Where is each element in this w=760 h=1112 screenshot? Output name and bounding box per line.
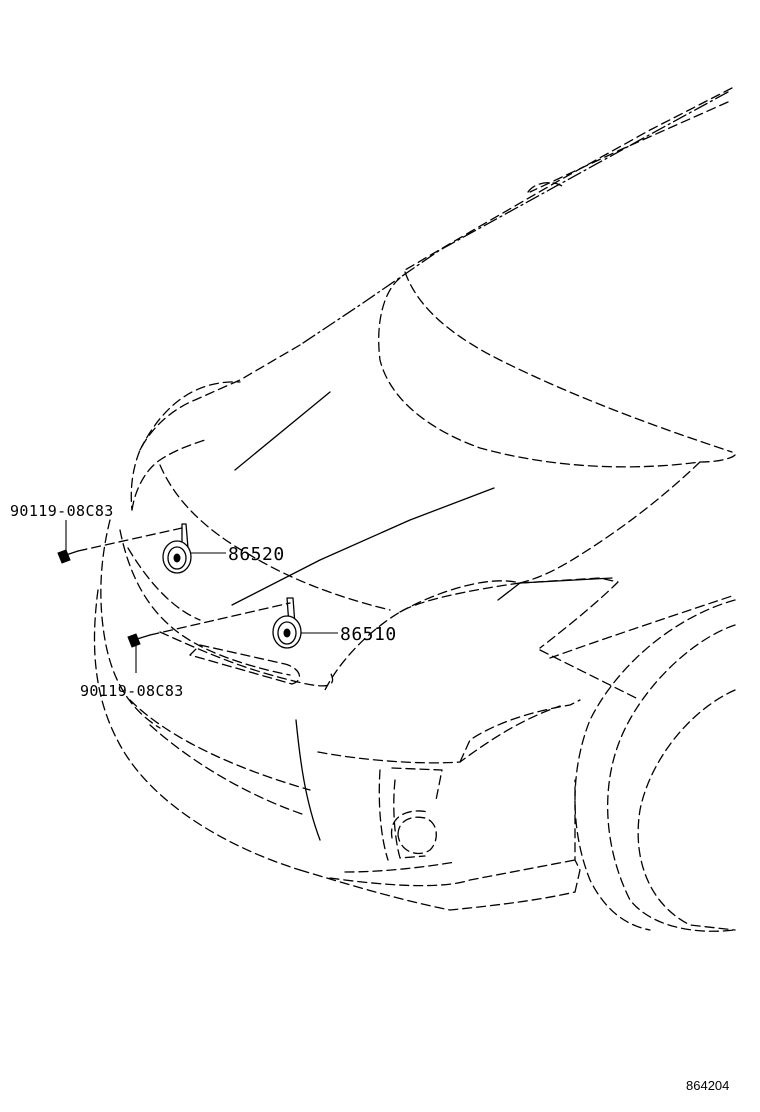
hood-line-2 [231,487,495,606]
hood-front-lower [324,582,521,691]
tire-outline [637,689,736,931]
bumper-bottom-lip [329,859,576,887]
assembly-line-lower [149,602,291,636]
bolt-lower-head [127,633,141,648]
horn-lower-center [283,628,291,638]
callout-86520: 86520 [228,544,285,565]
fog-bezel-inner [393,779,426,859]
callout-bolt-lower: 90119-08C83 [80,682,184,700]
bolt-lower[interactable] [127,633,151,648]
bumper-side [574,779,581,893]
fender-arch-line [539,649,641,701]
bumper-lower-front [299,869,576,911]
hood-bulge-left [378,277,701,468]
fog-surround-lower [344,861,456,873]
callout-bolt-upper: 90119-08C83 [10,502,114,520]
hood-line-1 [234,391,331,471]
hood-nose [497,577,613,601]
horn-86510[interactable] [272,597,302,649]
bumper-upper-inner [119,529,291,676]
fender-side-upper [549,594,736,659]
horn-86520[interactable] [162,523,192,574]
wheel-arch-inner [607,624,736,932]
headlight-lower [159,631,334,687]
bumper-lower-left [93,589,301,871]
hood-front-edge [519,461,701,584]
fog-lamp-lens [397,816,437,855]
fender-top-left [139,381,241,451]
leader-lines [65,520,338,673]
windshield-lower-line [529,101,729,193]
grille-lower [189,644,301,685]
fog-lamp-ring [390,810,429,839]
bumper-mid-1 [129,699,311,791]
hood-rear-edge [130,344,301,511]
bumper-mid-2 [149,724,306,816]
windshield-top-line [404,87,733,271]
bumper-right-line [459,699,581,763]
hood-bulge-right [404,271,733,453]
hood-lip [399,577,619,649]
diagram-id-label: 864204 [686,1078,729,1093]
bumper-center-line [295,719,321,841]
bolt-upper-shank [65,550,79,556]
wiper-bump [527,181,563,193]
headlight-upper [127,547,201,621]
bolt-lower-shank [136,634,151,640]
fender-top-curve [131,439,206,511]
fog-surround-upper [317,705,561,764]
horn-upper-center [173,553,181,563]
fog-bezel-top [391,767,443,801]
bolt-upper-head [57,549,71,564]
bolt-upper[interactable] [57,549,79,564]
vehicle-body-outline [93,87,736,932]
roof-line [299,91,729,346]
wheel-arch-outer [574,599,736,931]
bumper-upper [100,519,161,729]
callout-86510: 86510 [340,624,397,645]
hood-crease-right [699,454,736,463]
fog-bezel-left [378,769,389,861]
fender-crease [159,464,391,611]
assembly-line-upper [77,527,183,552]
